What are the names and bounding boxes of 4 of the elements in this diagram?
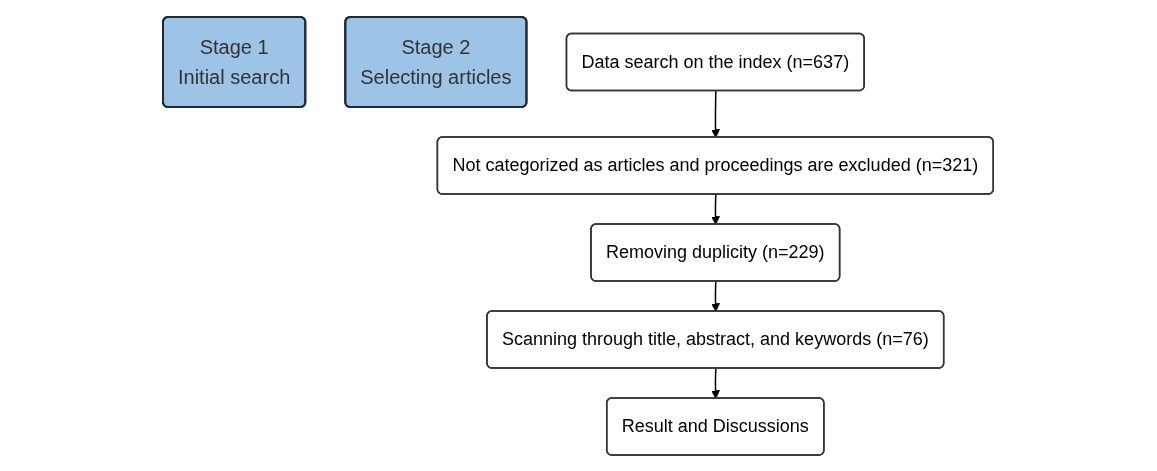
arrow: [711, 89, 721, 138]
arrow: [711, 280, 721, 312]
arrow: [711, 193, 721, 225]
arrow: [711, 367, 721, 399]
